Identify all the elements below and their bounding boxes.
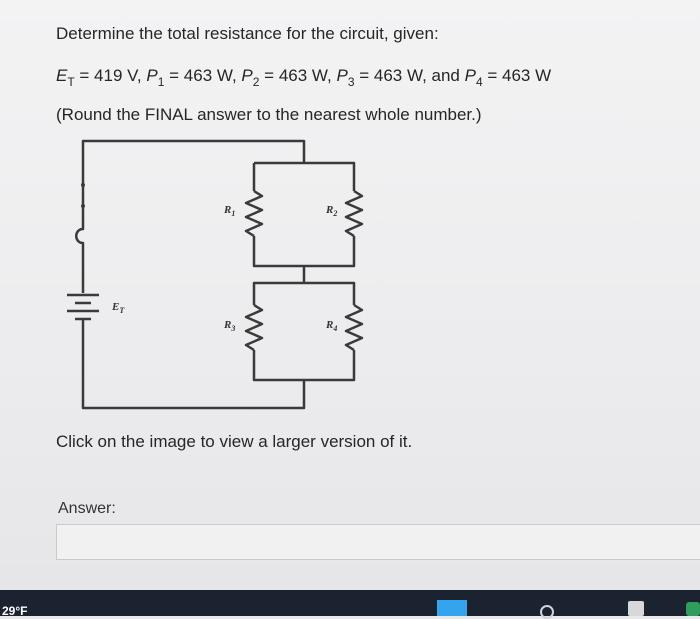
p3-value: = 463 W, and	[354, 66, 465, 85]
source-coil	[75, 208, 85, 293]
click-note: Click on the image to view a larger vers…	[56, 432, 413, 451]
answer-label: Answer:	[58, 500, 116, 517]
p1-symbol: P	[146, 66, 158, 85]
resistor-r4	[344, 303, 364, 352]
p3-symbol: P	[336, 66, 348, 85]
label-r2: R2	[325, 204, 337, 218]
wire-return	[81, 325, 306, 410]
wire-lower-box	[252, 281, 356, 305]
p4-value: = 463 W	[482, 66, 552, 85]
wire-upper-bottom	[252, 236, 356, 268]
round-note: (Round the FINAL answer to the nearest w…	[56, 105, 482, 124]
p2-value: = 463 W,	[259, 66, 337, 85]
weather-temperature[interactable]: 29°F	[2, 604, 28, 618]
wire-top	[81, 139, 306, 208]
resistor-r3	[244, 303, 264, 352]
et-subscript: T	[67, 75, 75, 89]
p1-subscript: 1	[157, 75, 165, 89]
p1-value: = 463 W,	[164, 66, 242, 85]
windows-icon[interactable]	[437, 600, 467, 616]
resistor-r1	[244, 189, 264, 238]
et-value: = 419 V,	[74, 66, 147, 85]
given-values: ET = 419 V, P1 = 463 W, P2 = 463 W, P3 =…	[56, 66, 552, 89]
label-r4: R4	[325, 319, 337, 333]
search-icon[interactable]	[540, 605, 554, 619]
label-r1: R1	[223, 204, 235, 218]
et-symbol: E	[56, 66, 68, 85]
p3-subscript: 3	[347, 75, 355, 89]
question-page: Determine the total resistance for the c…	[0, 0, 700, 590]
label-r3: R3	[223, 319, 235, 333]
label-et: ET	[111, 301, 125, 315]
app-icon-green[interactable]	[686, 602, 700, 616]
question-text: Determine the total resistance for the c…	[56, 24, 439, 43]
resistor-r2	[344, 189, 364, 238]
p4-symbol: P	[464, 66, 476, 85]
p4-subscript: 4	[475, 75, 483, 89]
taskbar: 29°F	[0, 590, 700, 619]
circuit-diagram[interactable]: ET R1 R2 R3 R4	[56, 133, 386, 423]
wire-upper-box	[254, 161, 356, 191]
terminal-dot-mid	[81, 204, 85, 208]
wire-lower-bottom	[252, 350, 356, 382]
p2-subscript: 2	[252, 75, 260, 89]
p2-symbol: P	[241, 66, 253, 85]
answer-input[interactable]	[56, 524, 700, 560]
app-icon[interactable]	[628, 601, 644, 616]
terminal-dot-top	[81, 183, 85, 187]
